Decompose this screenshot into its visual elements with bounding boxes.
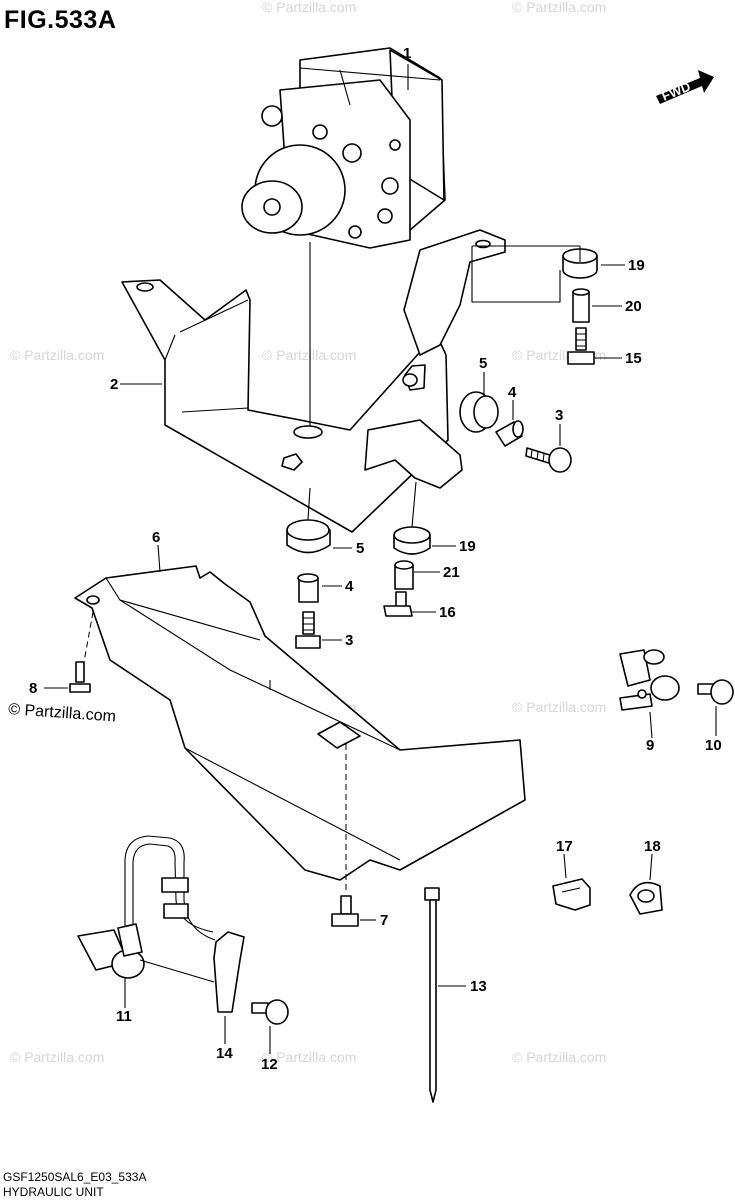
callout-8: 8 <box>29 680 37 697</box>
callout-15: 15 <box>625 350 642 367</box>
callout-12: 12 <box>261 1056 278 1073</box>
grommet-19-bottom <box>393 526 431 555</box>
bracket-14 <box>213 931 245 1013</box>
fwd-arrow-icon: FWD <box>656 70 714 104</box>
hydraulic-unit-part <box>241 47 446 249</box>
callout-20: 20 <box>625 298 642 315</box>
leader-lines <box>44 64 717 1054</box>
watermark: © Partzilla.com <box>262 1049 356 1065</box>
cover-part <box>74 565 526 881</box>
grommet-5-left <box>286 519 331 554</box>
collar-21 <box>394 560 414 590</box>
bolt-3-right <box>525 447 572 473</box>
watermark: © Partzilla.com <box>512 1049 606 1065</box>
bolt-15 <box>567 327 595 365</box>
cable-tie-13 <box>424 887 440 1103</box>
callout-14: 14 <box>216 1045 233 1062</box>
fwd-label: FWD <box>660 79 693 104</box>
grommet-5-right <box>459 391 499 433</box>
callout-17: 17 <box>556 838 573 855</box>
collar-4-left <box>297 573 319 603</box>
watermark: © Partzilla.com <box>512 699 606 715</box>
watermark: © Partzilla.com <box>512 0 606 15</box>
wheel-sensor-9 <box>619 649 680 711</box>
collar-4-right <box>495 420 524 447</box>
watermark: © Partzilla.com <box>262 0 356 15</box>
footer-code: GSF1250SAL6_E03_533A <box>3 1170 146 1184</box>
callout-21: 21 <box>443 564 460 581</box>
bolt-10 <box>697 679 734 705</box>
callout-7: 7 <box>380 912 388 929</box>
callout-9: 9 <box>646 737 654 754</box>
bolt-7 <box>331 895 359 927</box>
watermark: © Partzilla.com <box>262 347 356 363</box>
clip-17 <box>552 878 591 911</box>
callout-18: 18 <box>644 838 661 855</box>
footer-name: HYDRAULIC UNIT <box>3 1185 104 1199</box>
callout-2: 2 <box>110 376 118 393</box>
callout-3-left: 3 <box>345 632 353 649</box>
callout-19-top: 19 <box>628 257 645 274</box>
callout-4-right: 4 <box>508 384 517 401</box>
collar-20 <box>572 288 590 323</box>
watermark-dark: © Partzilla.com <box>8 701 117 725</box>
callout-4-left: 4 <box>345 578 354 595</box>
callout-5-left: 5 <box>356 540 364 557</box>
callout-16: 16 <box>439 604 456 621</box>
callout-19-bottom: 19 <box>459 538 476 555</box>
callout-13: 13 <box>470 978 487 995</box>
watermark: © Partzilla.com <box>10 1049 104 1065</box>
bolt-8 <box>69 661 91 693</box>
callout-1: 1 <box>403 45 411 62</box>
wheel-sensor-11 <box>77 835 216 979</box>
callout-3-right: 3 <box>555 407 563 424</box>
callout-10: 10 <box>705 737 722 754</box>
clip-18 <box>629 881 663 915</box>
callout-11: 11 <box>116 1008 132 1025</box>
watermark: © Partzilla.com <box>10 347 104 363</box>
bolt-12 <box>251 999 289 1025</box>
callout-labels: 1 2 19 20 15 5 4 3 5 19 4 21 3 16 6 8 7 … <box>29 45 722 1073</box>
bolt-16 <box>383 591 413 617</box>
callout-6: 6 <box>152 529 160 546</box>
figure-title: FIG.533A <box>4 6 116 34</box>
bolt-3-left <box>295 611 321 649</box>
bracket-part <box>121 229 506 533</box>
callout-5-right: 5 <box>479 355 487 372</box>
